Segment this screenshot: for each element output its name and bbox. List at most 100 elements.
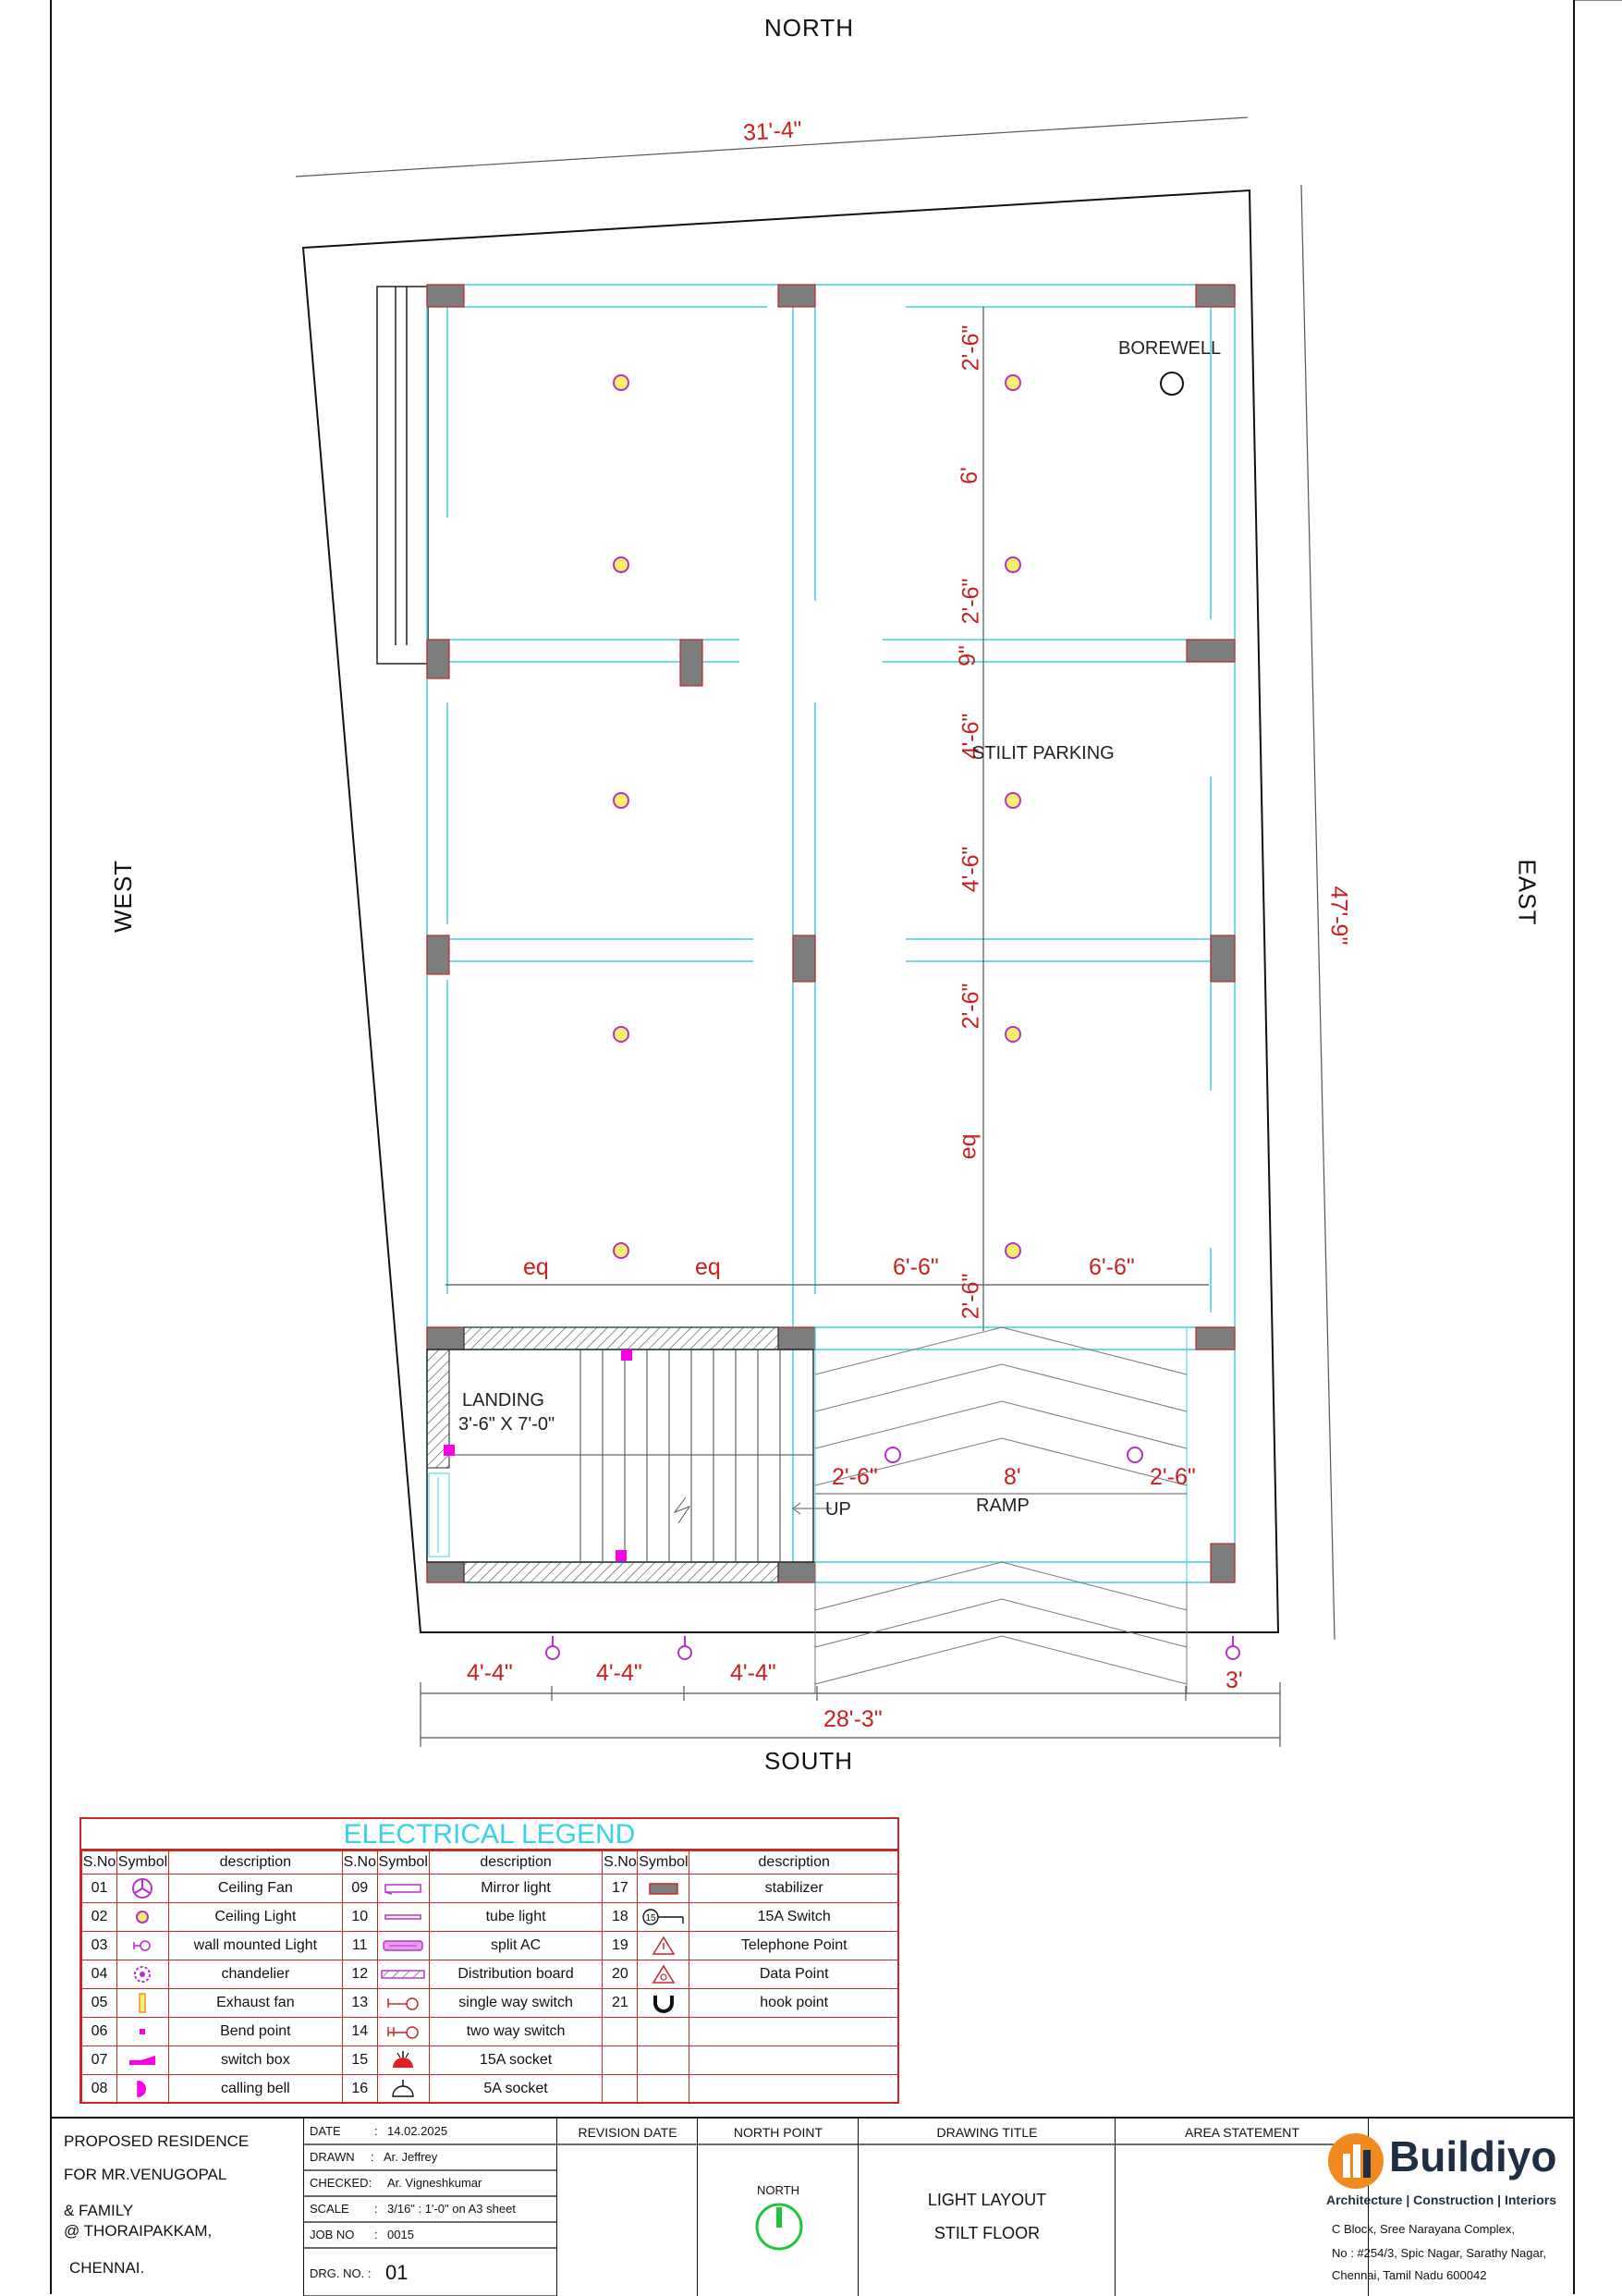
legend-no: 06 — [81, 2017, 117, 2046]
ceiling-light-icon — [1005, 792, 1021, 809]
legend-no: 12 — [341, 1960, 378, 1989]
dim-south-seg3: 4'-4" — [730, 1660, 776, 1686]
checked-value: Ar. Vigneshkumar — [387, 2176, 482, 2190]
ceiling-lights — [613, 374, 1143, 1463]
column — [426, 1326, 465, 1350]
brand-name: Buildiyo — [1389, 2132, 1557, 2180]
legend-no: 17 — [602, 1874, 639, 1903]
drg-label: DRG. NO. : — [310, 2266, 372, 2280]
landing-label: LANDING — [462, 1390, 544, 1411]
south-label: SOUTH — [764, 1747, 853, 1775]
legend-desc: Distribution board — [428, 1960, 604, 1989]
north-label: NORTH — [764, 14, 854, 42]
date-label: DATE — [310, 2124, 341, 2138]
bend-point-icon — [616, 1550, 627, 1561]
legend-no: 07 — [81, 2046, 117, 2075]
column — [1195, 1326, 1236, 1350]
up-label: UP — [825, 1499, 851, 1520]
legend-desc: wall mounted Light — [167, 1931, 343, 1960]
legend-no: 18 — [602, 1902, 639, 1932]
dim-ramp-mid: 8' — [1004, 1464, 1021, 1490]
tb-north-cell — [698, 2119, 859, 2296]
plot-boundary — [301, 189, 1280, 1633]
tb-header-line — [557, 2143, 1369, 2145]
tb-revision-cell — [557, 2119, 698, 2296]
legend-row: 08 calling bell 16 5A socket — [81, 2074, 899, 2104]
legend-desc: 5A socket — [428, 2074, 604, 2104]
legend-no: 09 — [341, 1874, 378, 1903]
sheet-border — [50, 0, 1575, 2294]
east-label: EAST — [1513, 859, 1542, 926]
north-head: NORTH POINT — [733, 2125, 823, 2140]
electrical-legend: ELECTRICAL LEGEND S.No Symbol descriptio… — [79, 1817, 899, 2104]
ceiling-light-icon — [613, 556, 629, 573]
ceiling-light-icon — [1005, 556, 1021, 573]
bend-point-icon — [444, 1445, 455, 1456]
parking-label: STILIT PARKING — [972, 743, 1115, 763]
legend-head-sno: S.No — [602, 1850, 639, 1875]
legend-no: 13 — [341, 1988, 378, 2018]
legend-desc: stabilizer — [689, 1874, 899, 1903]
ceiling-light-icon — [1005, 1242, 1021, 1259]
drawn-sep: : — [371, 2150, 374, 2164]
dim-v4: 9" — [954, 645, 981, 666]
project-line-4: @ THORAIPAKKAM, — [64, 2222, 213, 2240]
legend-desc: split AC — [428, 1931, 604, 1960]
job-label: JOB NO — [310, 2228, 355, 2241]
dim-v2: 6' — [956, 467, 982, 484]
legend-row: 04 chandelier 12 Distribution board 20 D… — [81, 1960, 899, 1989]
drg-value: 01 — [385, 2261, 409, 2284]
checked-label: CHECKED: — [310, 2176, 372, 2190]
stabilizer-icon — [649, 1883, 678, 1895]
hook-point-icon — [652, 1996, 674, 2013]
wall-mounted-lights — [545, 1636, 1240, 1660]
structural-grid — [426, 284, 1236, 1583]
project-line-3: & FAMILY — [64, 2202, 134, 2219]
legend-row: 07 switch box 15 15A socket — [81, 2046, 899, 2075]
address-line-3: Chennai, Tamil Nadu 600042 — [1332, 2268, 1487, 2282]
legend-no: 02 — [81, 1902, 117, 1932]
legend-desc: Ceiling Light — [167, 1902, 343, 1932]
column — [426, 284, 465, 308]
legend-row: 05 Exhaust fan 13 single way switch 21 h… — [81, 1988, 899, 2018]
legend-no: 04 — [81, 1960, 117, 1989]
column — [792, 934, 816, 983]
column — [1186, 639, 1236, 663]
project-line-5: CHENNAI. — [69, 2259, 145, 2277]
legend-no: 16 — [341, 2074, 378, 2104]
ceiling-light-icon — [613, 1242, 629, 1259]
legend-no: 15 — [341, 2046, 378, 2075]
legend-desc: Bend point — [167, 2017, 343, 2046]
socket-5a-icon — [392, 2080, 414, 2097]
column — [426, 934, 450, 975]
legend-head-desc: description — [428, 1850, 604, 1875]
dimension-lines — [295, 116, 1335, 1747]
legend-no: 21 — [602, 1988, 639, 2018]
wall-light-icon — [677, 1645, 692, 1660]
brand-tagline: Architecture | Construction | Interiors — [1326, 2192, 1556, 2207]
dim-south-seg2: 4'-4" — [596, 1660, 642, 1686]
dim-east-overall: 47'-9" — [1325, 885, 1352, 946]
tb-project-cell — [51, 2119, 304, 2296]
legend-head-symbol: Symbol — [116, 1850, 169, 1875]
project-line-1: PROPOSED RESIDENCE — [64, 2132, 250, 2150]
west-compound-wall — [376, 286, 429, 665]
legend-head-sno: S.No — [341, 1850, 378, 1875]
legend-desc: hook point — [689, 1988, 899, 2018]
drawn-label: DRAWN — [310, 2150, 355, 2164]
dim-south-seg1: 4'-4" — [467, 1660, 513, 1686]
column — [426, 1561, 465, 1583]
socket-15a-icon — [393, 2051, 414, 2068]
dim-v1: 2'-6" — [957, 324, 984, 372]
dim-v3: 2'-6" — [957, 578, 984, 625]
borewell-icon — [1160, 372, 1184, 396]
revision-head: REVISION DATE — [578, 2125, 677, 2140]
project-line-2: FOR MR.VENUGOPAL — [64, 2166, 227, 2183]
calling-bell-icon — [137, 2081, 147, 2097]
ceiling-light-icon — [613, 374, 629, 391]
bend-point-icon — [140, 2028, 146, 2034]
ramp — [814, 1326, 1188, 1693]
ceiling-light-icon — [1005, 374, 1021, 391]
